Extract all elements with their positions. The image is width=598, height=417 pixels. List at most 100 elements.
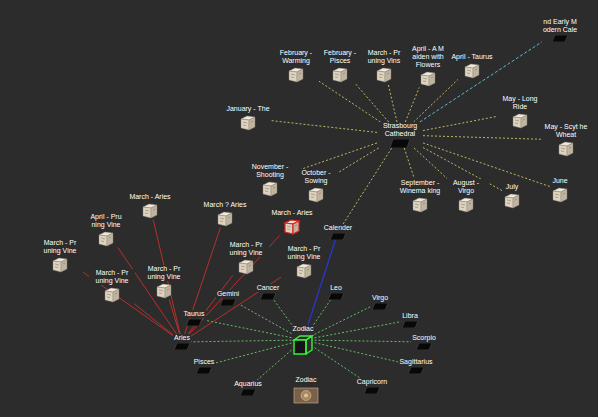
graph-edge: [169, 300, 179, 335]
node-label: August - Virgo: [443, 179, 489, 195]
node-label: November - Shooting: [247, 163, 293, 179]
graph-edge: [257, 350, 291, 380]
image-cube: August - Virgo: [443, 179, 489, 214]
node-label: April - A M aiden with Flowers: [405, 45, 451, 69]
node-label: July: [505, 183, 519, 191]
node-tile: Scorpio: [411, 334, 437, 350]
image-cube: [295, 262, 313, 280]
node-label: March - Pr uning Vine: [89, 269, 135, 285]
image-cube: [375, 66, 393, 84]
image-cube: [511, 112, 529, 130]
node-tile: Aquarius: [233, 380, 263, 396]
graph-edge: [240, 305, 291, 334]
image-cube: [239, 114, 257, 132]
node-label: Aries: [173, 334, 191, 342]
node-label: September - Winema king: [397, 179, 443, 195]
image-cube: [331, 66, 349, 84]
image-cube: [411, 196, 429, 214]
image-cube: [503, 192, 521, 210]
graph-edge: [315, 348, 360, 378]
graph-edge: [191, 340, 292, 342]
node-label: March - Pr uning Vine: [141, 265, 187, 281]
hub-tile: Strasbourg Cathedral: [377, 122, 423, 148]
hub-cube: [292, 334, 314, 356]
image-cube: April - Taurus: [450, 53, 493, 80]
node-tile: Pisces: [193, 358, 216, 374]
graph-edge: [215, 343, 291, 363]
node-tile: [260, 293, 276, 300]
graph-edge: [423, 116, 497, 130]
node-label: Capricorn: [356, 378, 388, 386]
image-cube: March - Aries: [128, 193, 171, 220]
node-tile: nd Early M odern Cale: [537, 18, 583, 42]
graph-edge: [118, 248, 177, 335]
graph-edge: [134, 304, 173, 335]
node-label: March - Pr uning Vine: [37, 239, 83, 255]
graph-edge: [271, 121, 377, 133]
graph-edge: [189, 236, 279, 335]
graph-edge: [206, 320, 292, 337]
image-cube: July: [503, 183, 521, 210]
graph-edge: [315, 340, 412, 342]
node-label: June: [551, 177, 568, 185]
graph-edge: [191, 277, 281, 336]
node-label: March - Aries: [128, 193, 171, 201]
image-cube: [141, 202, 159, 220]
graph-edge: [405, 88, 419, 123]
node-tile: [372, 303, 388, 310]
image-cube: March - Pr uning Vins: [361, 49, 407, 84]
node-tile: Capricorn: [356, 378, 388, 394]
image-cube: March - Pr uning Vine: [223, 241, 269, 276]
node-label: January - The: [225, 105, 270, 113]
image-cube: November - Shooting: [247, 163, 293, 198]
node-tile: [330, 233, 346, 240]
node-label: Strasbourg Cathedral: [377, 122, 423, 138]
image-cube: February - Warming: [273, 49, 319, 84]
image-cube: [287, 66, 305, 84]
image-cube: May - Scyt he Wheat: [543, 123, 589, 158]
node-tile: [196, 367, 212, 374]
node-tile: [408, 367, 424, 374]
node-label: Leo: [329, 284, 343, 292]
node-tile: [402, 321, 418, 328]
selected-cube: [283, 218, 301, 236]
image-cube: June: [551, 177, 569, 204]
node-label: March ? Aries: [203, 201, 248, 209]
image-cube: January - The: [225, 105, 270, 132]
hub-cube: Zodiac: [291, 325, 314, 356]
image-cube: [103, 286, 121, 304]
node-label: March - Pr uning Vine: [281, 245, 327, 261]
node-tile: [220, 299, 236, 306]
image-cube: [237, 258, 255, 276]
node-label: Sagittarius: [398, 358, 433, 366]
image-cube: [155, 282, 173, 300]
node-tile: Taurus: [182, 310, 205, 326]
node-label: Cancer: [256, 284, 281, 292]
image-cube: [551, 186, 569, 204]
image-cube: [307, 186, 325, 204]
node-label: March - Pr uning Vine: [223, 241, 269, 257]
node-label: Aquarius: [233, 380, 263, 388]
node-tile: Gemini: [216, 290, 240, 306]
node-label: March - Pr uning Vins: [361, 49, 407, 65]
node-tile: [328, 293, 344, 300]
image-cube: September - Winema king: [397, 179, 443, 214]
image-cube: March - Pr uning Vine: [37, 239, 83, 274]
image-cube: April - A M aiden with Flowers: [405, 45, 451, 88]
node-tile: Cancer: [256, 284, 281, 300]
node-tile: Calender: [323, 224, 353, 240]
node-tile: [416, 343, 432, 350]
image-cube: [419, 70, 437, 88]
image-cube: [261, 180, 279, 198]
image-cube: May - Long Ride: [497, 95, 543, 130]
graph-edge: [315, 306, 371, 334]
graph-edge: [355, 84, 388, 123]
image-cube: March ? Aries: [203, 201, 248, 228]
hub-tile: [390, 139, 410, 148]
image-cube: April - Pru ning Vine: [83, 213, 129, 248]
node-label: February - Warming: [273, 49, 319, 65]
node-tile: Leo: [328, 284, 344, 300]
image-caption: Zodiac: [294, 376, 317, 384]
graph-edge: [343, 148, 392, 224]
node-label: March - Aries: [270, 209, 313, 217]
